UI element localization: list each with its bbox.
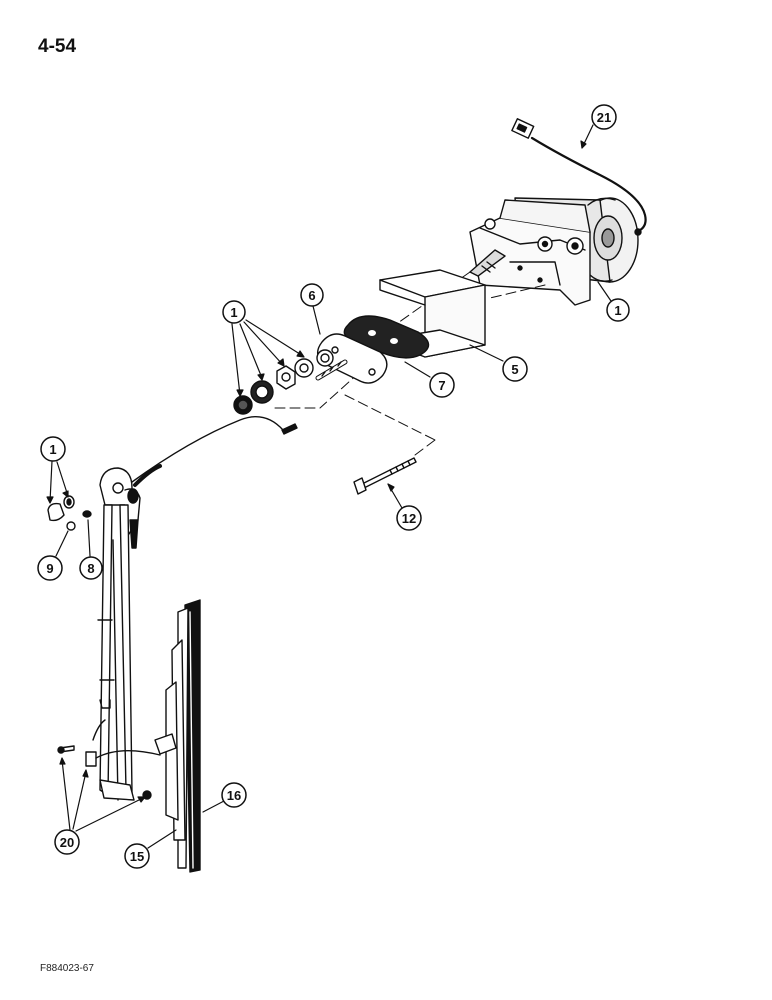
callout-1-cap: 1 [40,436,66,462]
figure-code: F884023-67 [40,963,94,974]
svg-text:21: 21 [597,110,611,125]
callout-8: 8 [79,556,103,580]
wiper-blade [165,599,201,873]
svg-text:5: 5 [511,362,518,377]
svg-text:6: 6 [308,288,315,303]
motor-bracket [469,199,591,306]
drive-link [131,416,284,487]
svg-text:7: 7 [438,378,445,393]
nut-set [233,349,334,415]
callout-12: 12 [396,505,422,531]
callout-9: 9 [37,555,63,581]
callout-6: 6 [300,283,324,307]
wiper-arm [85,467,161,801]
callout-20: 20 [54,829,80,855]
wire-lead [530,136,647,236]
pivot-cap [47,495,92,531]
svg-text:12: 12 [402,511,416,526]
callout-leaders [46,124,612,849]
motor-shaft [469,249,506,277]
screws [57,745,152,800]
callout-1-motor: 1 [606,298,630,322]
page-number: 4-54 [38,36,77,57]
svg-text:1: 1 [49,442,56,457]
svg-text:8: 8 [87,561,94,576]
svg-text:1: 1 [230,305,237,320]
callout-21: 21 [591,104,617,130]
bolt [353,457,417,495]
svg-text:9: 9 [46,561,53,576]
svg-text:1: 1 [614,303,621,318]
stud [281,423,298,435]
svg-text:16: 16 [227,788,241,803]
callout-15: 15 [124,843,150,869]
blade-adapter [154,733,177,755]
svg-text:15: 15 [130,849,144,864]
callout-1-nuts: 1 [222,300,246,324]
callout-5: 5 [502,356,528,382]
callout-7: 7 [429,372,455,398]
svg-text:20: 20 [60,835,74,850]
callout-16: 16 [221,782,247,808]
connector [511,118,535,139]
